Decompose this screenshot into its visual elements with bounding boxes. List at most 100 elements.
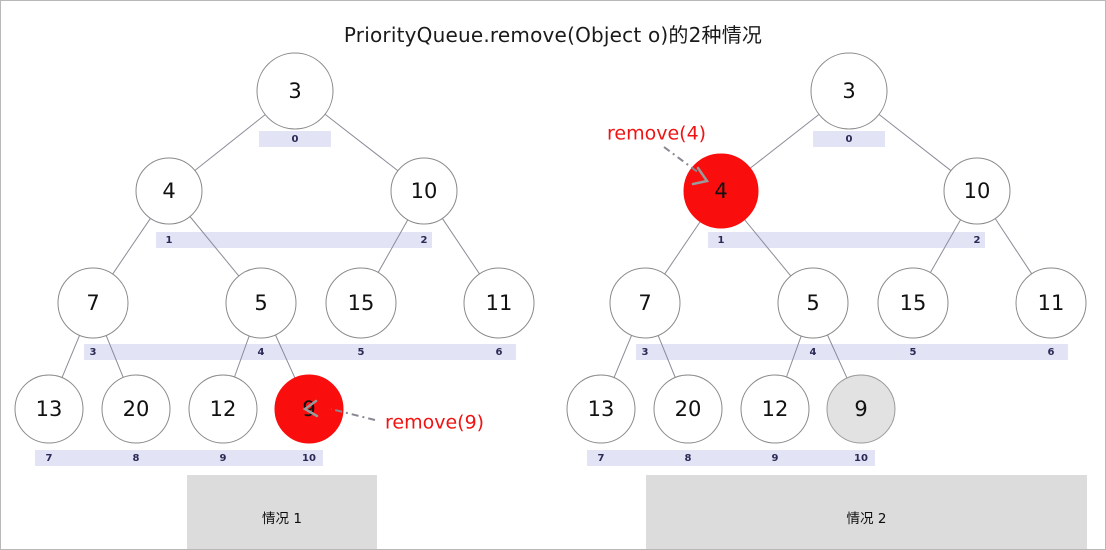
tree-node-4-circle[interactable] — [777, 267, 849, 339]
caption-case-2: 情况 2 删除的不是最后一个元素 从删除点开始以最后一个元素为参照调用一次sif… — [646, 475, 1087, 549]
index-bar-row-0 — [259, 131, 331, 147]
index-bar-row-1 — [708, 232, 985, 248]
tree-node-2-circle[interactable] — [390, 157, 458, 225]
tree-node-4-value: 5 — [806, 291, 819, 315]
tree-node-0-value: 3 — [288, 79, 301, 103]
tree-node-4-value: 5 — [254, 291, 267, 315]
callout-leader-line-left — [330, 408, 376, 421]
caption-case-1-title: 情况 1 — [262, 510, 302, 527]
tree-node-9-circle[interactable] — [188, 374, 258, 444]
index-bar-row-2 — [84, 344, 516, 360]
tree-edge-0-2 — [878, 114, 952, 172]
tree-edge-0-1 — [749, 114, 820, 169]
index-label-7: 7 — [46, 453, 53, 464]
index-label-10: 10 — [302, 453, 316, 464]
tree-node-5-value: 15 — [900, 291, 927, 315]
tree-node-9-circle[interactable] — [740, 374, 810, 444]
tree-edge-1-4 — [189, 216, 240, 277]
index-bar-row-2 — [636, 344, 1068, 360]
tree-node-8-value: 20 — [123, 397, 150, 421]
tree-node-0-circle[interactable] — [256, 52, 334, 130]
index-label-1: 1 — [166, 235, 173, 246]
index-label-3: 3 — [90, 347, 97, 358]
tree-node-10-circle[interactable] — [826, 374, 896, 444]
index-label-5: 5 — [910, 347, 917, 358]
tree-node-10-value: 9 — [854, 397, 867, 421]
tree-node-6-circle[interactable] — [1015, 267, 1087, 339]
tree-edge-0-1 — [194, 114, 266, 171]
index-label-6: 6 — [1048, 347, 1055, 358]
index-bar-row-1 — [156, 232, 432, 248]
tree-edge-3-7 — [613, 335, 633, 378]
tree-node-3-circle[interactable] — [609, 267, 681, 339]
index-label-9: 9 — [220, 453, 227, 464]
tree-edge-4-9 — [234, 335, 250, 378]
tree-node-8-circle[interactable] — [653, 374, 723, 444]
callout-arrowhead-right — [691, 166, 710, 186]
index-label-0: 0 — [292, 134, 299, 145]
tree-node-2-circle[interactable] — [943, 157, 1011, 225]
tree-node-9-value: 12 — [762, 397, 789, 421]
index-label-8: 8 — [685, 453, 692, 464]
caption-case-1: 情况 1 删除的是最后一个元素 直接删除即可，不需要调整 — [187, 475, 377, 549]
tree-node-2-value: 10 — [964, 179, 991, 203]
index-bar-row-0 — [813, 131, 885, 147]
tree-node-3-value: 7 — [638, 291, 651, 315]
index-label-4: 4 — [810, 347, 817, 358]
tree-edge-1-3 — [664, 221, 701, 275]
tree-node-8-value: 20 — [675, 397, 702, 421]
tree-edge-3-8 — [105, 335, 124, 378]
index-label-2: 2 — [421, 235, 428, 246]
tree-node-2-value: 10 — [411, 179, 438, 203]
tree-node-7-value: 13 — [588, 397, 615, 421]
tree-node-6-value: 11 — [1038, 291, 1065, 315]
tree-node-5-value: 15 — [348, 291, 375, 315]
tree-node-3-circle[interactable] — [57, 267, 129, 339]
tree-node-3-value: 7 — [86, 291, 99, 315]
tree-node-6-circle[interactable] — [463, 267, 535, 339]
tree-node-4-circle[interactable] — [225, 267, 297, 339]
tree-node-1-value: 4 — [714, 179, 727, 203]
index-label-5: 5 — [358, 347, 365, 358]
tree-edge-2-5 — [377, 219, 409, 273]
tree-node-1-value: 4 — [162, 179, 175, 203]
tree-node-7-circle[interactable] — [566, 374, 636, 444]
tree-node-7-circle[interactable] — [14, 374, 84, 444]
index-label-1: 1 — [718, 235, 725, 246]
tree-edge-3-8 — [657, 335, 676, 378]
tree-node-9-value: 12 — [210, 397, 237, 421]
callout-arrowhead-left — [302, 399, 319, 418]
tree-node-5-circle[interactable] — [325, 267, 397, 339]
tree-node-8-circle[interactable] — [101, 374, 171, 444]
tree-node-1-circle[interactable] — [135, 157, 203, 225]
index-bar-row-3 — [587, 450, 875, 466]
tree-node-7-value: 13 — [36, 397, 63, 421]
tree-edge-2-6 — [441, 218, 480, 275]
tree-node-6-value: 11 — [486, 291, 513, 315]
index-label-3: 3 — [642, 347, 649, 358]
tree-node-0-circle[interactable] — [810, 52, 888, 130]
tree-node-10-circle[interactable] — [274, 374, 344, 444]
index-label-2: 2 — [974, 235, 981, 246]
tree-edge-2-6 — [994, 218, 1033, 275]
tree-edge-1-4 — [744, 219, 792, 277]
tree-edge-2-5 — [929, 219, 962, 273]
index-label-10: 10 — [854, 453, 868, 464]
index-bar-row-3 — [35, 450, 323, 466]
tree-edge-1-3 — [112, 218, 151, 275]
tree-edge-4-9 — [786, 335, 802, 378]
page-title: PriorityQueue.remove(Object o)的2种情况 — [343, 23, 763, 47]
tree-edge-4-10 — [274, 334, 296, 379]
callout-label-right: remove(4) — [607, 123, 706, 145]
tree-edge-0-2 — [324, 113, 399, 172]
index-label-0: 0 — [846, 134, 853, 145]
index-label-8: 8 — [133, 453, 140, 464]
index-label-9: 9 — [772, 453, 779, 464]
callout-leader-line-right — [663, 146, 700, 174]
index-label-6: 6 — [496, 347, 503, 358]
tree-node-5-circle[interactable] — [877, 267, 949, 339]
